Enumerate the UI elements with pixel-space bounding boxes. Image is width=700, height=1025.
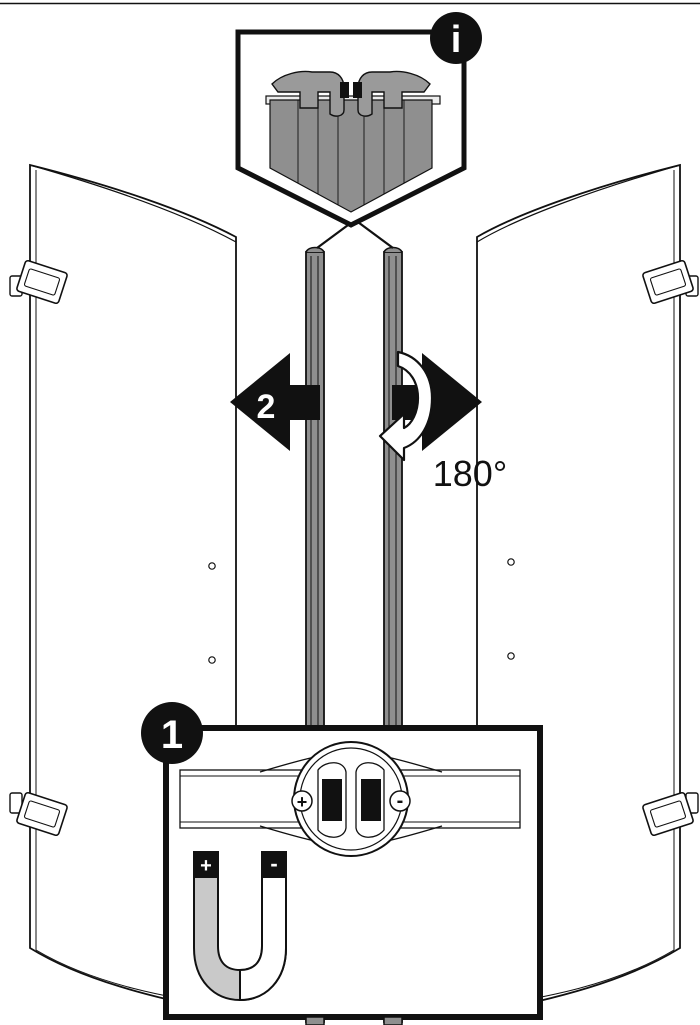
right-hinge-bottom xyxy=(642,791,699,837)
left-hinge-top xyxy=(9,259,68,305)
info-badge-label: i xyxy=(451,19,462,61)
magnet-minus-label: - xyxy=(270,851,277,876)
seal-strip-ends xyxy=(305,1016,403,1025)
info-badge-icon xyxy=(430,12,482,64)
left-hinge-bottom xyxy=(9,791,68,837)
rotate-arrow-icon xyxy=(378,350,434,462)
right-magnet-bar-icon xyxy=(361,779,381,821)
seal-profile-detail xyxy=(265,70,441,213)
plus-pole-icon xyxy=(291,790,313,812)
hole-icon xyxy=(507,558,515,566)
magnet-callout: + - + - 1 xyxy=(141,702,543,1020)
minus-pole-icon xyxy=(389,790,411,812)
hole-icon xyxy=(208,562,216,570)
hole-icon xyxy=(208,656,216,664)
step-one-badge-label: 1 xyxy=(161,713,183,757)
left-arrow-icon: 2 xyxy=(230,353,320,451)
minus-pole-label: - xyxy=(397,790,404,812)
horseshoe-magnet-icon: + - xyxy=(193,851,287,1002)
right-hinge-top xyxy=(642,259,699,305)
info-callout: i xyxy=(235,12,482,249)
left-magnet-bar-icon xyxy=(322,779,342,821)
rotation-label: 180° xyxy=(433,453,507,494)
magnet-plus-label: + xyxy=(200,855,212,877)
hole-icon xyxy=(507,652,515,660)
plus-pole-label: + xyxy=(297,792,308,812)
step-two-badge-label: 2 xyxy=(257,388,276,426)
step-one-badge-icon xyxy=(141,702,203,764)
